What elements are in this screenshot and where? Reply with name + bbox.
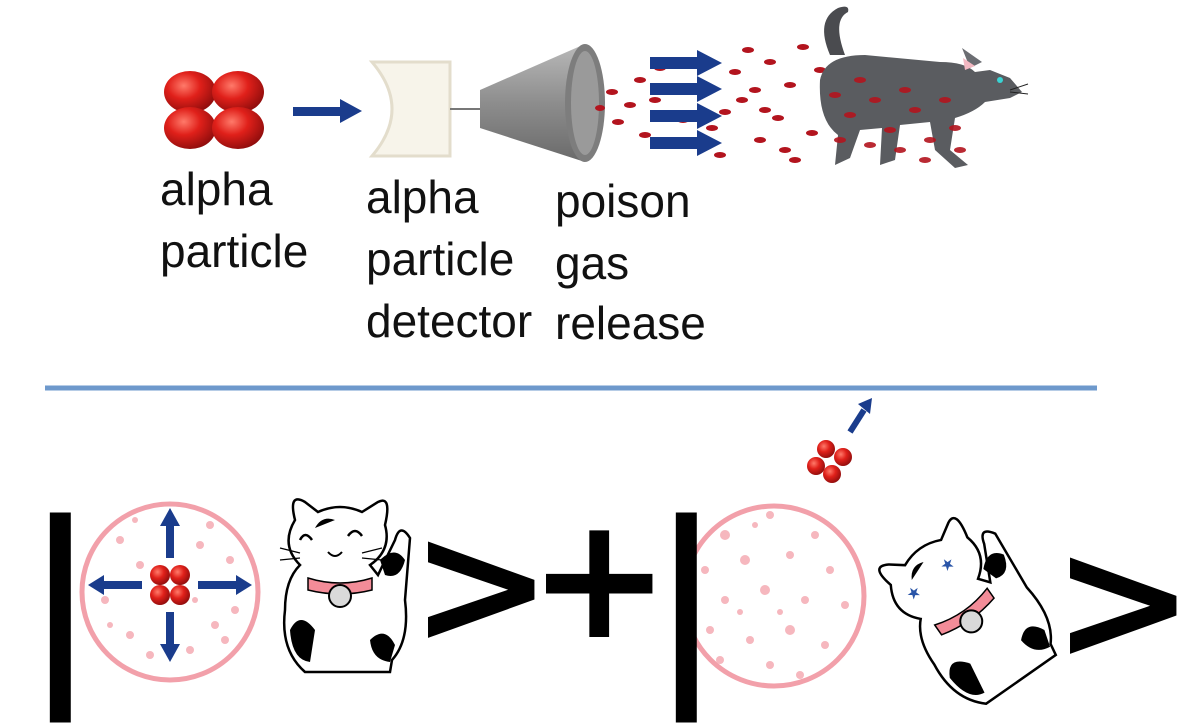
dead-cat-icon: ★ ★	[878, 516, 1058, 705]
label-detector-particle: particle	[366, 233, 515, 285]
label-alpha: alpha	[160, 163, 273, 215]
gas-over-cat	[829, 77, 966, 163]
label-gas-release: release	[555, 297, 706, 349]
alpha-particle-icon	[164, 71, 264, 149]
label-particle: particle	[160, 225, 309, 277]
plus-sign: +	[528, 480, 671, 678]
label-gas-poison: poison	[555, 175, 691, 227]
gas-nozzle-icon	[480, 44, 605, 162]
ket-bar-right: |	[651, 478, 721, 723]
label-detector-alpha: alpha	[366, 171, 479, 223]
alive-cat-icon	[279, 498, 412, 674]
ket-bar-left: |	[25, 478, 95, 723]
poison-gas-cloud	[595, 44, 826, 163]
nucleus-decayed	[681, 503, 867, 689]
detector-icon	[368, 60, 480, 158]
gray-cat-icon	[819, 6, 1029, 168]
arrow-up-right-icon	[847, 398, 872, 434]
label-gas-gas: gas	[555, 237, 630, 289]
gas-flow-arrows	[650, 50, 722, 156]
label-detector-detector: detector	[366, 295, 533, 347]
ket-close-right: >	[1052, 502, 1183, 700]
ket-close-left: >	[410, 486, 553, 684]
emitted-alpha-particle	[807, 440, 852, 483]
nucleus-intact	[79, 501, 261, 683]
arrow-right-icon	[293, 99, 362, 123]
